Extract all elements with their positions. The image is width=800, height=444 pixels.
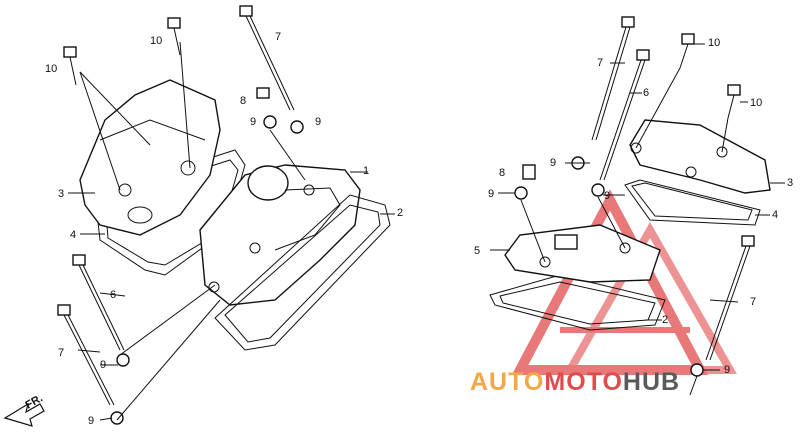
right-bolts — [514, 16, 755, 377]
right-leaders — [490, 43, 785, 396]
callout-label: 7 — [275, 31, 281, 43]
callout-label: 5 — [474, 245, 480, 257]
callout-label: 2 — [397, 207, 403, 219]
callout-label: 9 — [250, 116, 256, 128]
callout-label: 8 — [240, 95, 246, 107]
callout-label: 4 — [772, 209, 778, 221]
callout-label: 3 — [58, 188, 64, 200]
callout-label: 1 — [363, 165, 369, 177]
callout-label: 9 — [315, 116, 321, 128]
callout-label: 9 — [88, 415, 94, 427]
callout-label: 8 — [499, 167, 505, 179]
front-arrow: FR. — [3, 392, 45, 427]
callout-label: 3 — [787, 177, 793, 189]
watermark-logo — [511, 189, 737, 375]
callout-label: 9 — [488, 188, 494, 200]
callout-label: 7 — [597, 57, 603, 69]
callout-label: 9 — [100, 359, 106, 371]
left-leaders — [68, 41, 395, 421]
left-bolts — [57, 5, 304, 425]
callout-label: 10 — [150, 35, 162, 47]
svg-text:AUTOMOTOHUB: AUTOMOTOHUB — [470, 368, 680, 396]
callout-label: 2 — [662, 314, 668, 326]
callout-label: 9 — [550, 157, 556, 169]
callout-label: 10 — [45, 63, 57, 75]
callout-label: 4 — [70, 229, 76, 241]
callout-label: 10 — [708, 37, 720, 49]
callout-label: 9 — [724, 364, 730, 376]
callout-label: 7 — [750, 296, 756, 308]
callout-label: 6 — [110, 289, 116, 301]
left-cylinder-head-cover — [79, 79, 391, 351]
callout-label: 9 — [604, 190, 610, 202]
callout-label: 6 — [643, 87, 649, 99]
callout-label: 7 — [58, 347, 64, 359]
callout-label: 10 — [750, 97, 762, 109]
watermark-text: AUTOMOTOHUB — [470, 368, 680, 396]
right-cylinder-head-cover — [489, 119, 771, 331]
